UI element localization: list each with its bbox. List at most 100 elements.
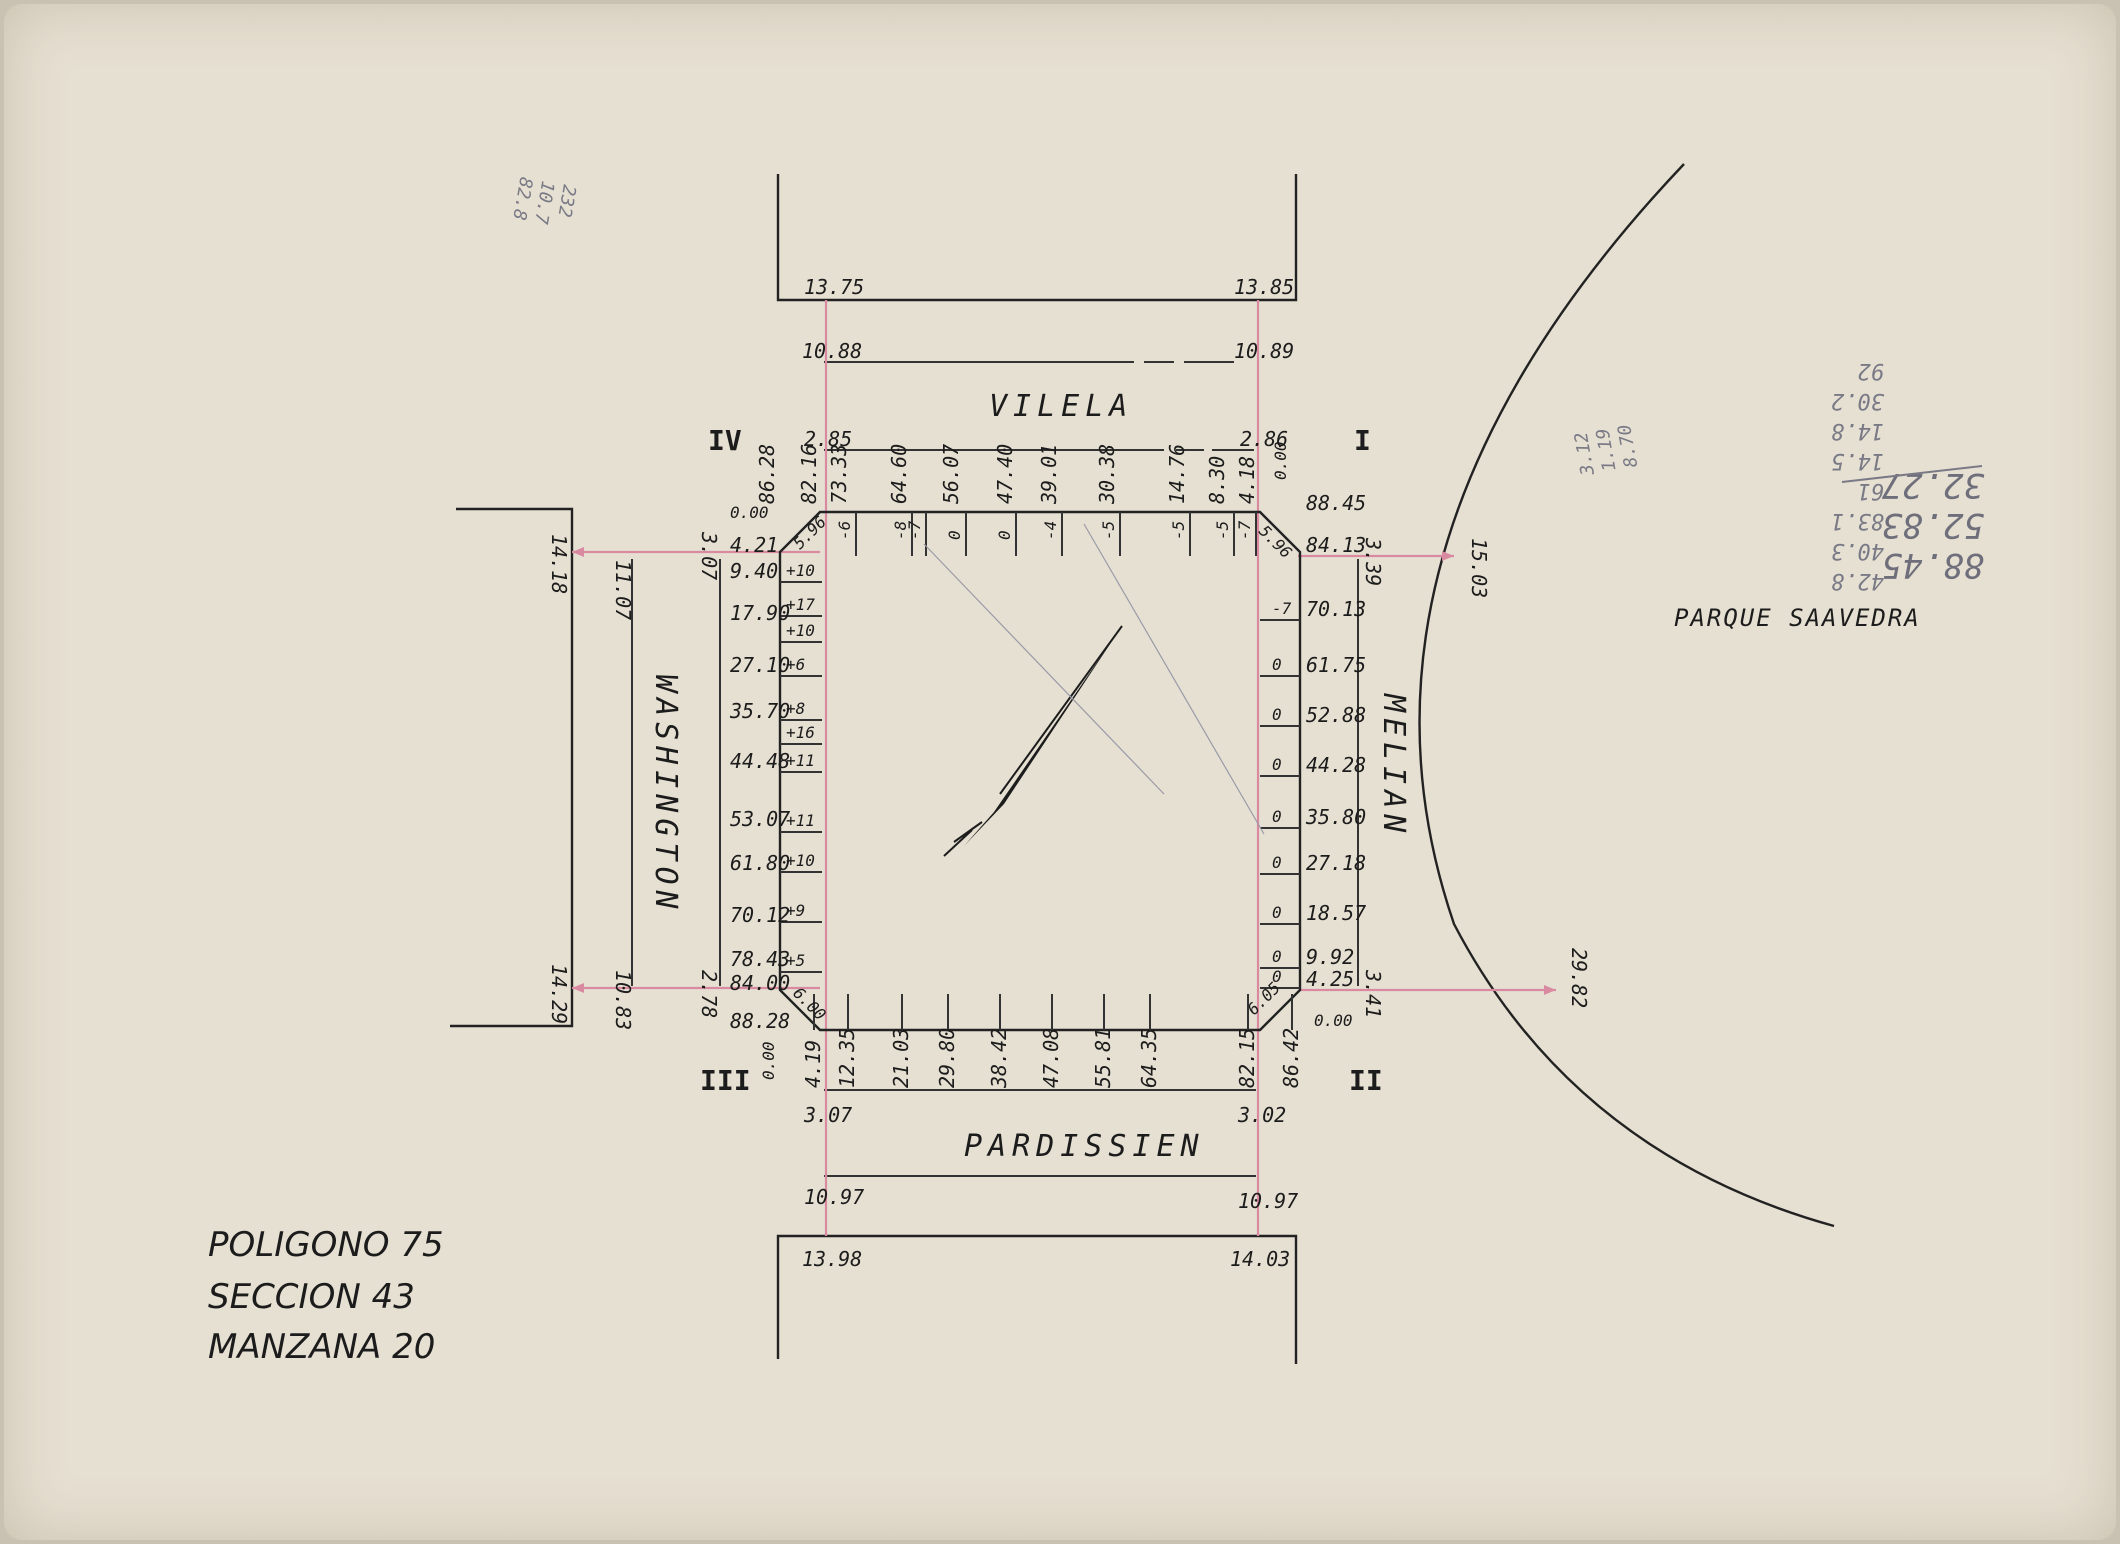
street-name-north: VILELA xyxy=(989,389,1133,424)
north-offset: -7 xyxy=(905,520,924,540)
dim-north-mid-right: 10.89 xyxy=(1234,339,1294,363)
west-value: 53.07 xyxy=(730,807,790,831)
north-offset: -4 xyxy=(1041,521,1060,540)
north-value: 86.28 xyxy=(755,444,779,504)
street-name-south: PARDISSIEN xyxy=(964,1129,1205,1164)
west-value: 61.80 xyxy=(730,851,790,875)
north-offset: -7 xyxy=(1235,520,1254,540)
east-offset: 0 xyxy=(1272,947,1282,966)
pencil-column-note: 14.5 xyxy=(1831,448,1884,473)
north-offset: -8 xyxy=(891,521,910,540)
pencil-column-note: 14.8 xyxy=(1831,418,1884,443)
north-offset: -5 xyxy=(1169,521,1188,540)
east-value: 52.88 xyxy=(1306,703,1366,727)
west-value: 27.10 xyxy=(730,653,790,677)
west-offset: +8 xyxy=(786,699,805,718)
west-offset: +9 xyxy=(786,901,805,920)
north-value: 47.40 xyxy=(993,444,1017,504)
pencil-note-2: 52.83 xyxy=(1882,505,1984,545)
dim-west-near-bot: 2.78 xyxy=(697,970,721,1018)
south-value: 38.42 xyxy=(987,1028,1011,1089)
west-value: 4.21 xyxy=(730,533,778,557)
west-offset: +10 xyxy=(786,561,815,580)
north-value: 73.33 xyxy=(827,444,851,504)
dim-north-near-right: 2.86 xyxy=(1240,427,1288,451)
west-side-values: 4.219.40 17.90 27.10 35.70 44.48 53.07 61.80 70… xyxy=(729,533,790,1033)
zero-se: 0.00 xyxy=(1314,1011,1353,1030)
east-offset: 0 xyxy=(1272,853,1282,872)
west-value: 84.00 xyxy=(730,971,790,995)
survey-sheet: VILELA PARDISSIEN WASHINGTON MELIAN PARQ… xyxy=(4,4,2116,1540)
east-side-values: 84.1370.1361.7552.8844.2835.8027.1818.57… xyxy=(1305,533,1366,991)
east-value: 18.57 xyxy=(1306,901,1366,925)
north-arrow-icon xyxy=(943,625,1123,857)
south-side-ticks xyxy=(813,994,1293,1030)
west-value: 9.40 xyxy=(730,559,778,583)
west-value: 70.12 xyxy=(730,903,790,927)
dim-north-top-right: 13.85 xyxy=(1234,275,1294,299)
west-offset: +11 xyxy=(786,751,815,770)
south-value: 82.15 xyxy=(1235,1028,1259,1088)
pencil-column-note: 30.2 xyxy=(1831,388,1885,413)
west-offset: +6 xyxy=(786,655,805,674)
west-side-offsets: +10+17+10+6+8+16+11+11+10+9+5 xyxy=(786,561,815,970)
dim-north-top-left: 13.75 xyxy=(804,275,864,299)
north-offset: -5 xyxy=(1099,521,1118,540)
west-value: 35.70 xyxy=(729,699,790,723)
west-value: 88.28 xyxy=(730,1009,790,1033)
north-offset: 0 xyxy=(995,530,1014,540)
east-offset: -7 xyxy=(1272,599,1292,618)
west-value: 17.90 xyxy=(730,601,790,625)
north-offset: -5 xyxy=(1213,521,1232,540)
dim-west-far-top: 14.18 xyxy=(547,534,571,594)
dim-west-mid-top: 11.07 xyxy=(611,560,635,620)
dim-south-bot-left: 13.98 xyxy=(802,1247,862,1271)
east-offset: 0 xyxy=(1272,655,1282,674)
title-seccion: SECCION 43 xyxy=(208,1277,415,1317)
park-boundary-arc xyxy=(1418,163,1835,1228)
east-value: 84.13 xyxy=(1306,533,1366,557)
east-offset: 0 xyxy=(1272,903,1282,922)
south-value: 21.03 xyxy=(889,1028,913,1088)
east-value: 27.18 xyxy=(1306,851,1366,875)
east-offset: 0 xyxy=(1272,705,1282,724)
pencil-notes-top-right: 32.27 52.83 88.45 xyxy=(1881,465,1985,585)
street-name-east: MELIAN xyxy=(1376,693,1411,838)
title-manzana: MANZANA 20 xyxy=(208,1327,435,1367)
north-value: 14.76 xyxy=(1165,444,1189,504)
west-side-ticks xyxy=(780,581,822,973)
west-offset: +10 xyxy=(786,621,815,640)
corner-label-se: II xyxy=(1349,1064,1383,1097)
west-value: 44.48 xyxy=(730,749,790,773)
dim-north-mid-left: 10.88 xyxy=(802,339,862,363)
north-value: 8.30 xyxy=(1205,456,1229,504)
dim-south-mid-left: 10.97 xyxy=(804,1185,864,1209)
dim-west-mid-bot: 10.83 xyxy=(611,970,635,1030)
dim-north-near-left: 2.85 xyxy=(804,427,852,451)
block-plan-drawing: VILELA PARDISSIEN WASHINGTON MELIAN PARQ… xyxy=(208,163,1985,1367)
south-value: 47.08 xyxy=(1039,1028,1063,1088)
south-value: 64.35 xyxy=(1137,1028,1161,1088)
north-value: 64.60 xyxy=(887,444,911,504)
east-value: 35.80 xyxy=(1305,805,1366,829)
pencil-column-note: 61 xyxy=(1858,478,1885,503)
south-street-frame xyxy=(776,1089,1298,1364)
west-offset: +5 xyxy=(786,951,805,970)
south-value: 55.81 xyxy=(1091,1028,1115,1088)
west-street-frame xyxy=(450,507,721,1028)
north-side-ticks xyxy=(855,512,1257,556)
north-value: 4.18 xyxy=(1235,456,1259,504)
zero-sw: 0.00 xyxy=(759,1041,778,1080)
south-value: 29.80 xyxy=(935,1028,959,1088)
east-side-ticks xyxy=(1260,619,1300,989)
dim-south-mid-right: 10.97 xyxy=(1238,1189,1298,1213)
west-offset: +17 xyxy=(786,595,815,614)
north-value: 39.01 xyxy=(1037,444,1061,505)
south-value: 86.42 xyxy=(1279,1028,1303,1088)
north-value: 88.45 xyxy=(1306,491,1366,515)
south-value: 12.35 xyxy=(835,1028,859,1088)
